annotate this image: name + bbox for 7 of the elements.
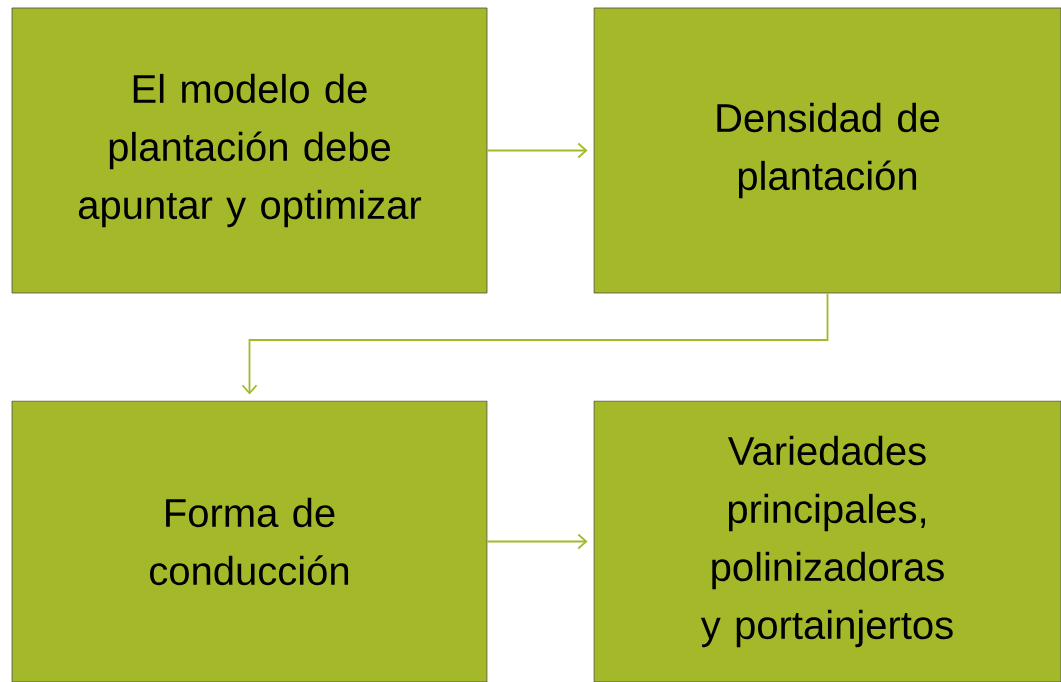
process-box: Forma de conducción [11,400,488,682]
process-box: El modelo de plantación debe apuntar y optimizar [11,7,488,294]
arrow [241,292,829,395]
process-box: Densidad de plantación [593,7,1061,294]
arrow [486,533,588,550]
process-box: Variedades principales, polinizadoras y portainjertos [593,400,1061,682]
arrow [486,142,588,159]
